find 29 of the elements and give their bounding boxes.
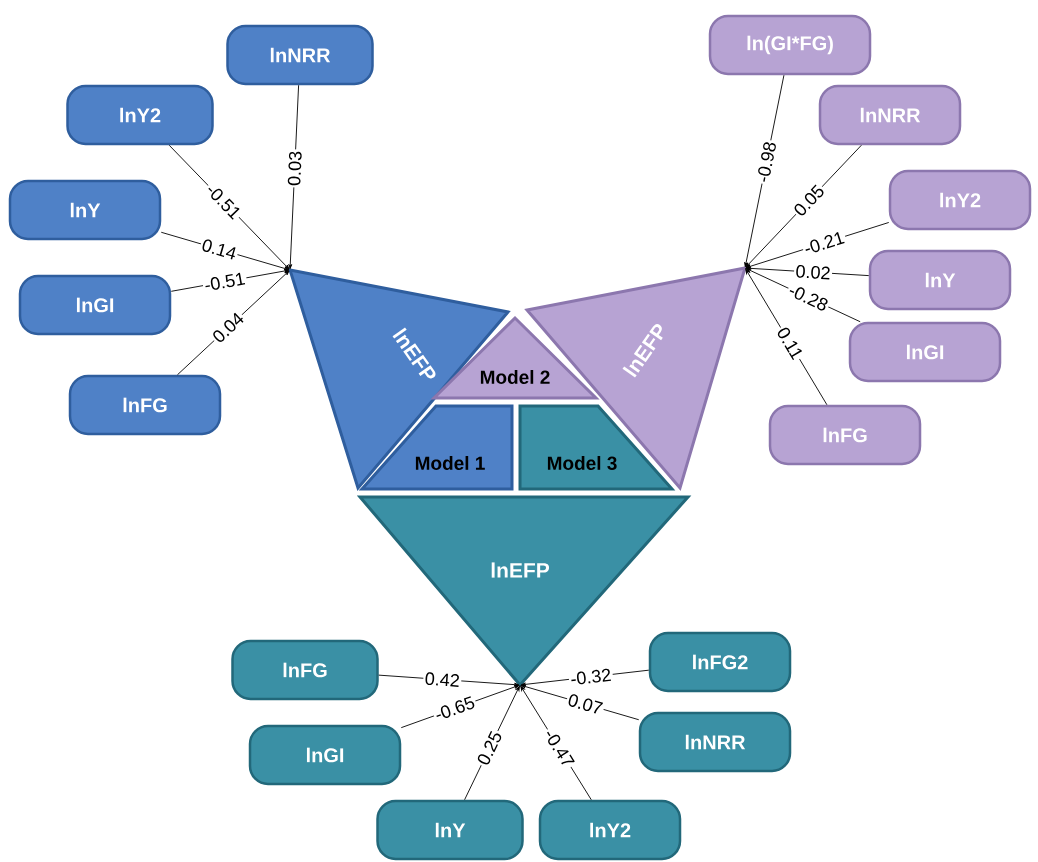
variable-pill: lnGI [848,321,1002,383]
edge-label: 0.03 [286,149,304,188]
edge-label: 0.14 [198,236,240,263]
variable-pill: lnFG [768,404,922,466]
edge-label: 0.25 [474,727,505,769]
variable-pill: lnY [8,179,162,241]
variable-pill: lnNRR [226,24,374,86]
variable-pill: lnGI [248,724,402,786]
edge-label: -0.98 [754,138,779,186]
edge-label: 0.07 [564,691,606,717]
variable-pill: lnFG [231,639,379,701]
variable-pill: lnY2 [888,169,1032,231]
edge-label: -0.21 [800,228,848,258]
edge-label: 0.04 [208,308,248,347]
variable-pill: lnY2 [538,799,682,861]
variable-pill: lnNRR [638,711,792,773]
edge-label: 0.02 [793,263,833,282]
variable-pill: lnFG2 [648,631,792,693]
variable-pill: lnGI [18,274,172,336]
edge-label: 0.42 [422,670,462,689]
variable-pill: lnFG [68,374,222,436]
variable-pill: lnY2 [66,84,214,146]
variable-pill: ln(GI*FG) [708,14,872,76]
variable-pill: lnNRR [818,84,962,146]
edge-label: -0.65 [431,693,479,724]
variable-pill: lnY [868,249,1012,311]
variable-pill: lnY [376,799,524,861]
edge-label: -0.51 [201,270,248,294]
edge-label: -0.32 [568,666,614,688]
